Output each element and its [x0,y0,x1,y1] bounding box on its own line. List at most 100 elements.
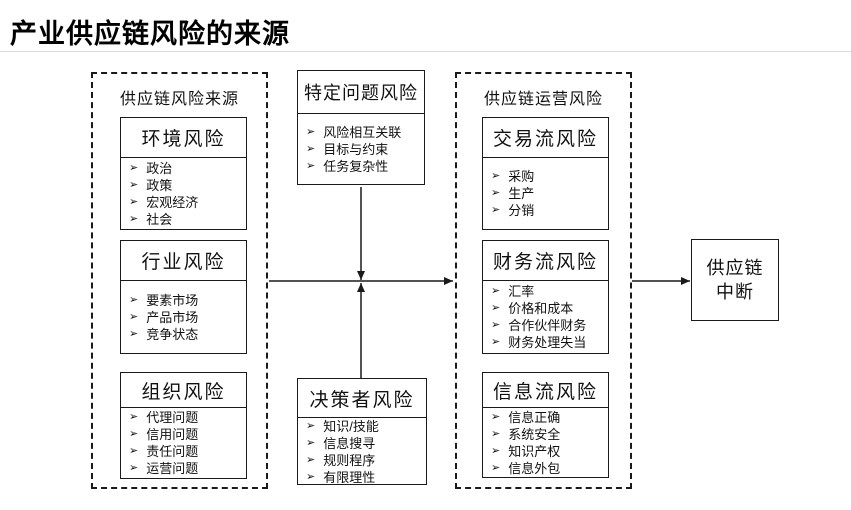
transaction-flow-risk-box: 交易流风险 ➢采购 ➢ 生产 ➢ 分销 [482,117,609,230]
risk-item-list: ➢风险相互关联 ➢目标与约束 ➢任务复杂性 [298,114,424,184]
risk-item-list: ➢ 知识/技能 ➢ 信息搜寻 ➢ 规则程序 ➢有限理性 [298,418,426,486]
risk-item-label: 竞争状态 [146,326,199,342]
arrow-bullet-icon: ➢ [129,310,139,323]
organization-risk-box: 组织风险 ➢ 代理问题 ➢信用问题 ➢ 责任问题 ➢运营问题 [120,372,247,479]
arrow-bullet-icon: ➢ [491,319,501,331]
risk-item-label: 责任问题 [146,444,199,459]
risk-box-title: 信息流风险 [483,373,608,408]
risk-item: ➢信息正确 [491,409,608,426]
risk-item: ➢ 系统安全 [491,426,608,443]
risk-item: ➢社会 [129,211,246,228]
risk-item: ➢政策 [129,177,246,194]
risk-item: ➢ 合作伙伴财务 [491,317,608,334]
arrow-bullet-icon: ➢ [129,411,139,423]
risk-item: ➢ 产品市场 [129,309,246,326]
risk-item-label: 产品市场 [146,309,199,325]
risk-sources-group: 供应链风险来源 环境风险 ➢政治 ➢政策 ➢宏观经济 ➢社会 行业风险 ➢要素市… [91,72,268,489]
risk-item: ➢ 责任问题 [129,443,246,460]
disruption-label-line1: 供应链 [706,258,764,278]
page-title: 产业供应链风险的来源 [10,19,290,49]
risk-item-label: 信息搜寻 [323,436,376,451]
supply-chain-disruption-box: 供应链 中断 [691,239,779,321]
risk-item: ➢ 风险相互关联 [306,124,424,141]
industry-risk-box: 行业风险 ➢要素市场 ➢ 产品市场 ➢ 竞争状态 [120,240,247,354]
risk-item-label: 政治 [146,160,173,176]
risk-item-list: ➢采购 ➢ 生产 ➢ 分销 [483,158,608,229]
risk-item: ➢ 价格和成本 [491,300,608,317]
risk-item-label: 信用问题 [146,427,199,442]
risk-item-label: 系统安全 [508,426,561,442]
risk-item-label: 目标与约束 [323,141,389,157]
risk-item-list: ➢要素市场 ➢ 产品市场 ➢ 竞争状态 [121,281,246,353]
risk-item: ➢ 知识/技能 [306,418,426,435]
risk-item: ➢汇率 [491,283,608,300]
decision-maker-risk-box: 决策者风险 ➢ 知识/技能 ➢ 信息搜寻 ➢ 规则程序 ➢有限理性 [297,378,427,485]
risk-box-title: 财务流风险 [483,241,608,281]
risk-box-title: 决策者风险 [298,379,426,418]
risk-item: ➢运营问题 [129,460,246,477]
risk-item-label: 代理问题 [146,410,199,425]
risk-item-label: 合作伙伴财务 [508,318,587,333]
risk-item-label: 生产 [508,186,535,201]
environment-risk-box: 环境风险 ➢政治 ➢政策 ➢宏观经济 ➢社会 [120,117,247,230]
arrow-bullet-icon: ➢ [306,420,316,432]
arrow-bullet-icon: ➢ [129,178,139,191]
arrow-bullet-icon: ➢ [306,142,316,155]
arrow-bullet-icon: ➢ [491,285,501,297]
arrow-bullet-icon: ➢ [129,161,139,174]
arrow-bullet-icon: ➢ [491,444,501,457]
title-divider-line [0,51,851,52]
risk-item-label: 价格和成本 [508,301,574,316]
arrow-bullet-icon: ➢ [129,327,139,340]
risk-item-label: 运营问题 [146,461,199,476]
arrow-bullet-icon: ➢ [491,461,501,474]
risk-item-label: 知识产权 [508,443,561,459]
arrow-bullet-icon: ➢ [129,293,139,306]
risk-item-label: 社会 [146,211,173,227]
risk-item: ➢宏观经济 [129,194,246,211]
risk-item: ➢ 规则程序 [306,452,426,469]
risk-item-label: 信息外包 [508,460,561,476]
risk-item: ➢ 竞争状态 [129,326,246,343]
arrow-bullet-icon: ➢ [306,454,316,466]
arrow-bullet-icon: ➢ [129,195,139,208]
disruption-label-line2: 中断 [716,282,754,302]
arrow-bullet-icon: ➢ [491,204,501,216]
arrow-bullet-icon: ➢ [491,187,501,199]
risk-item: ➢ 财务处理失当 [491,334,608,351]
risk-item-list: ➢政治 ➢政策 ➢宏观经济 ➢社会 [121,158,246,229]
arrow-bullet-icon: ➢ [491,170,501,182]
risk-item: ➢要素市场 [129,292,246,309]
risk-item-list: ➢汇率 ➢ 价格和成本 ➢ 合作伙伴财务 ➢ 财务处理失当 [483,281,608,353]
risk-item: ➢ 生产 [491,185,608,202]
arrow-bullet-icon: ➢ [491,336,501,348]
risk-item: ➢有限理性 [306,469,426,486]
risk-item: ➢ 信息搜寻 [306,435,426,452]
risk-item: ➢采购 [491,168,608,185]
risk-item-label: 规则程序 [323,453,376,468]
operation-risk-group: 供应链运营风险 交易流风险 ➢采购 ➢ 生产 ➢ 分销 财务流风险 ➢汇率 ➢ 价格和… [455,72,632,489]
operation-risk-group-label: 供应链运营风险 [483,91,603,108]
information-flow-risk-box: 信息流风险 ➢信息正确 ➢ 系统安全 ➢ 知识产权 ➢ 信息外包 [482,372,609,478]
risk-item-label: 分销 [508,203,535,218]
risk-box-title: 特定问题风险 [298,71,424,114]
risk-item-label: 知识/技能 [323,419,379,434]
specific-problem-risk-box: 特定问题风险 ➢风险相互关联 ➢目标与约束 ➢任务复杂性 [297,70,425,185]
risk-box-title: 组织风险 [121,373,246,408]
risk-box-title: 环境风险 [121,118,246,158]
risk-box-title: 交易流风险 [483,118,608,158]
risk-item-label: 风险相互关联 [323,124,402,140]
arrow-bullet-icon: ➢ [129,445,139,457]
risk-item: ➢ 知识产权 [491,443,608,460]
arrow-bullet-icon: ➢ [491,427,501,440]
risk-box-title: 行业风险 [121,241,246,281]
risk-item: ➢ 政治 [129,160,246,177]
risk-item: ➢信用问题 [129,426,246,443]
arrow-bullet-icon: ➢ [491,410,501,423]
risk-item-label: 财务处理失当 [508,335,587,350]
arrow-bullet-icon: ➢ [491,302,501,314]
arrow-bullet-icon: ➢ [306,125,316,138]
arrow-bullet-icon: ➢ [306,437,316,449]
arrow-bullet-icon: ➢ [306,471,316,483]
